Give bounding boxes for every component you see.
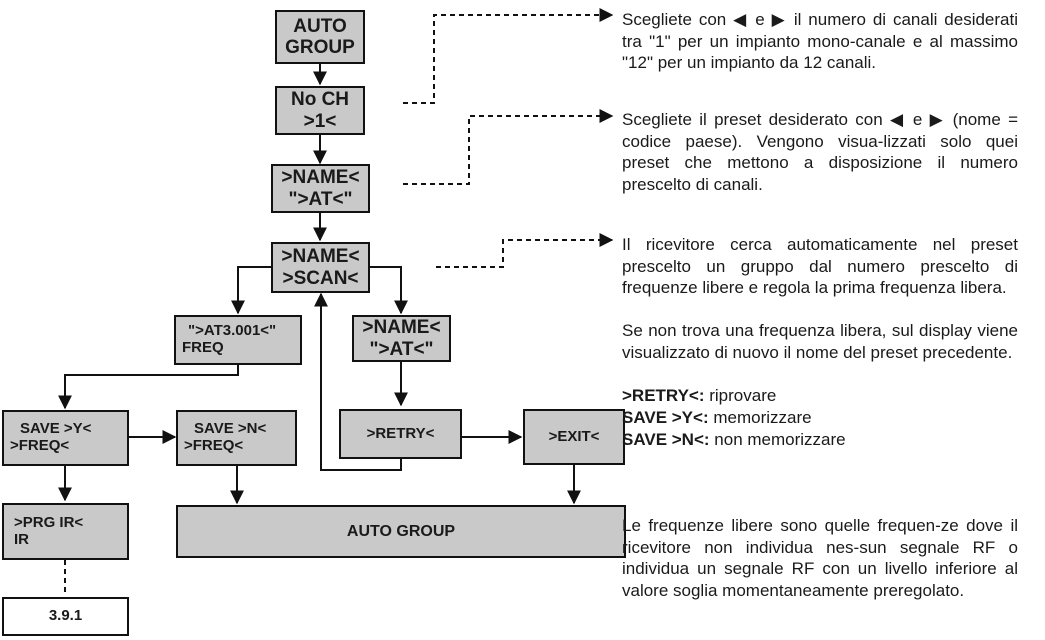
box-line: >SCAN< [282,267,359,289]
legend-text: non memorizzare [709,430,846,449]
box-line: IR [14,530,29,548]
legend-text: memorizzare [708,408,812,427]
dash-link-preset [403,109,614,185]
box-line: >PRG IR< [14,513,84,531]
box-auto-group-bottom: AUTO GROUP [176,505,626,558]
box-section-ref: 3.9.1 [2,597,129,636]
box-line: AUTO GROUP [346,522,456,540]
box-line: >NAME< [281,167,360,189]
box-line: No CH [290,89,350,111]
desc-preset: Scegliete il preset desiderato con ◀ e ▶… [622,110,1018,194]
box-line: >FREQ< [10,437,70,454]
box-line: ">AT<" [369,338,434,360]
desc-not-found: Se non trova una frequenza libera, sul d… [622,321,1018,362]
legend-save-n: SAVE >N<: non memorizzare [622,429,846,451]
box-line: >FREQ< [184,437,244,454]
dash-link-scan [436,233,614,268]
box-prg-ir: >PRG IR< IR [2,503,129,560]
box-line: GROUP [285,37,355,58]
legend-save-y: SAVE >Y<: memorizzare [622,407,812,429]
box-line: >NAME< [362,317,441,339]
connector-retry-loop [314,292,402,471]
box-line: FREQ [182,339,224,356]
box-no-ch: No CH >1< [275,86,365,135]
box-line: >NAME< [281,246,360,268]
box-line: >RETRY< [366,424,435,442]
connector-scan-to-freq [231,266,271,315]
box-line: >EXIT< [548,427,600,445]
desc-channels: Scegliete con ◀ e ▶ il numero di canali … [622,10,1018,73]
box-auto-group-top: AUTO GROUP [275,10,365,64]
box-exit: >EXIT< [523,409,625,465]
box-retry: >RETRY< [339,409,462,459]
legend-retry: >RETRY<: riprovare [622,385,776,407]
box-save-n: SAVE >N< >FREQ< [176,410,297,466]
box-line: SAVE >Y< [20,420,92,438]
connector-scan-to-nameat [370,266,408,315]
box-line: 3.9.1 [48,607,83,625]
dash-link-channels [403,8,614,104]
box-name-at-2: >NAME< ">AT<" [352,315,451,362]
box-at-freq: ">AT3.001<" FREQ [174,315,302,365]
connector-freq-to-savey [58,364,239,410]
desc-free-freq: Le frequenze libere sono quelle frequen-… [622,516,1018,600]
legend-key: SAVE >Y<: [622,408,709,427]
desc-scan: Il ricevitore cerca automaticamente nel … [622,235,1018,298]
legend-key: >RETRY<: [622,386,705,405]
box-line: ">AT<" [288,188,353,210]
legend-text: riprovare [704,386,777,405]
box-line: AUTO [293,15,347,37]
box-save-y: SAVE >Y< >FREQ< [2,410,129,466]
box-line: >1< [303,110,337,132]
box-line: ">AT3.001<" [188,322,277,340]
box-line: SAVE >N< [194,420,267,438]
box-name-scan: >NAME< >SCAN< [271,242,370,293]
box-name-at: >NAME< ">AT<" [271,164,370,213]
legend-key: SAVE >N<: [622,430,710,449]
